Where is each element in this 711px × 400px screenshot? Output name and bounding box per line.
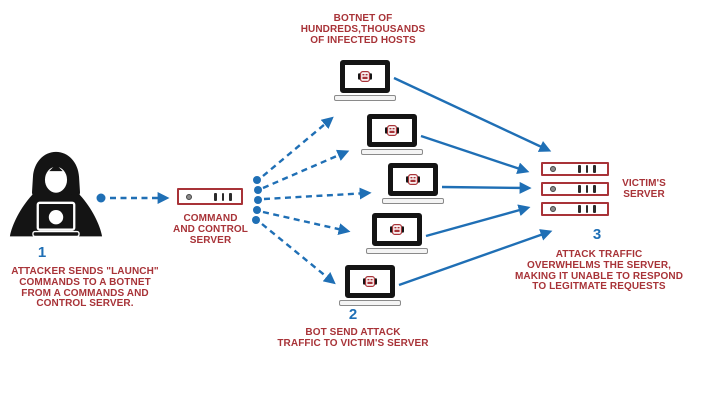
victim-server-label: VICTIM'S SERVER [622, 178, 666, 200]
laptop-screen [340, 60, 390, 93]
laptop-base [334, 95, 396, 101]
botnet-host-3 [382, 163, 444, 204]
botnet-title: BOTNET OF HUNDREDS,THOUSANDS OF INFECTED… [300, 13, 426, 46]
victim-server-box-3 [541, 202, 609, 216]
laptop-screen [388, 163, 438, 196]
botnet-host-5 [339, 265, 401, 306]
server-vents-icon [578, 165, 596, 173]
laptop-base [361, 149, 423, 155]
server-led-icon [186, 193, 192, 200]
cnc-server-label: COMMAND AND CONTROL SERVER [173, 213, 248, 246]
laptop-screen [345, 265, 395, 298]
botnet-host-2 [361, 114, 423, 155]
botnet-host-4 [366, 213, 428, 254]
malware-bug-icon [390, 224, 404, 235]
malware-bug-icon [363, 276, 377, 287]
laptop-screen [372, 213, 422, 246]
laptop-base [339, 300, 401, 306]
bot-to-victim-arrows [393, 76, 553, 287]
server-vents-icon [578, 185, 596, 193]
cnc-to-bot-arrows [261, 116, 372, 285]
step-2-caption: BOT SEND ATTACK TRAFFIC TO VICTIM'S SERV… [277, 327, 429, 349]
attacker-to-cnc-arrow [96, 192, 170, 204]
step-3-caption: ATTACK TRAFFIC OVERWHELMS THE SERVER, MA… [514, 249, 684, 293]
cnc-server-box [177, 188, 243, 205]
step-2-number: 2 [348, 306, 358, 323]
server-led-icon [550, 166, 556, 172]
server-vents-icon [578, 205, 596, 213]
server-vents-icon [214, 192, 232, 201]
cnc-fanout-dots [252, 176, 262, 224]
botnet-host-1 [334, 60, 396, 101]
laptop-screen [367, 114, 417, 147]
step-1-number: 1 [37, 244, 47, 261]
malware-bug-icon [358, 71, 372, 82]
server-led-icon [550, 206, 556, 212]
step-3-number: 3 [592, 226, 602, 243]
victim-server-box-2 [541, 182, 609, 196]
laptop-base [382, 198, 444, 204]
attacker-hacker-icon [9, 151, 103, 238]
server-led-icon [550, 186, 556, 192]
malware-bug-icon [406, 174, 420, 185]
victim-server-box-1 [541, 162, 609, 176]
step-1-caption: ATTACKER SENDS "LAUNCH" COMMANDS TO A BO… [11, 266, 159, 310]
malware-bug-icon [385, 125, 399, 136]
laptop-base [366, 248, 428, 254]
